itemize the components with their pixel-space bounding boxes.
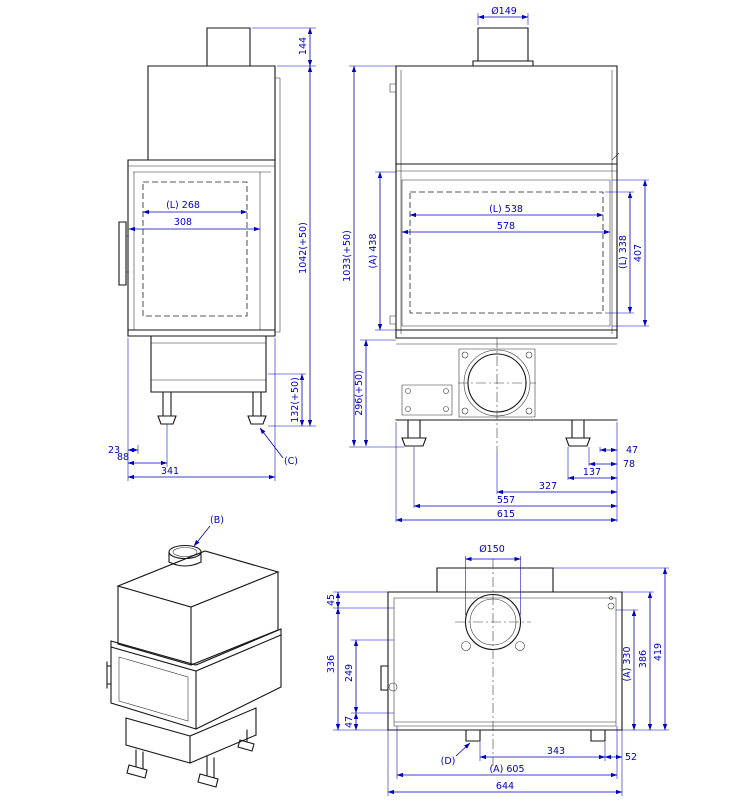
- ref-label-b: (B): [210, 515, 224, 526]
- ref-label-d: (D): [441, 756, 456, 767]
- front-glass-hidden-edge: [409, 191, 604, 314]
- dim-side-base-height: 132(+50): [290, 377, 301, 423]
- dim-top-flue-diameter: Ø150: [479, 544, 505, 555]
- dim-flue-stub-height: 144: [298, 37, 309, 55]
- dim-body-depth: 386: [638, 650, 649, 668]
- dim-top-total-depth: 419: [653, 643, 664, 661]
- dim-depth-mid: 249: [344, 664, 355, 682]
- dim-center-to-edge: 327: [539, 481, 557, 492]
- side-view-dimensions: 144 1042(+50) 132(+50) (L) 268 308 23 88…: [108, 27, 316, 481]
- dim-glass-light-depth: (L) 268: [166, 200, 200, 211]
- isometric-outline: [106, 544, 282, 788]
- side-view: 144 1042(+50) 132(+50) (L) 268 308 23 88…: [108, 27, 316, 481]
- front-view: Ø149 1033(+50) (A) 438 296(+50) (L) 538 …: [342, 6, 649, 523]
- dim-front-strip: 47: [344, 716, 355, 728]
- dim-edge-to-foot-inner: 137: [583, 467, 601, 478]
- dim-edge-to-foot-center: 78: [623, 459, 635, 470]
- dim-glass-width: 578: [497, 221, 515, 232]
- dim-front-total-height: 1033(+50): [342, 230, 353, 282]
- dim-glass-height: 407: [633, 244, 644, 262]
- front-view-outline: [389, 27, 620, 452]
- dim-body-depth-front: 336: [326, 655, 337, 673]
- top-view-dimensions: Ø150 45 336 249 47 (A) 330 386 419 343 5…: [326, 544, 669, 796]
- ref-label-c: (C): [284, 456, 298, 467]
- dim-flue-diameter: Ø149: [491, 6, 517, 17]
- dim-depth-a: (A) 330: [622, 646, 633, 681]
- dim-front-base-height: 296(+50): [354, 370, 365, 416]
- dim-foot-span: 557: [497, 495, 515, 506]
- side-view-outline: [118, 27, 281, 425]
- dim-side-total-height: 1042(+50): [298, 222, 309, 274]
- dim-top-total-width: 644: [496, 781, 514, 792]
- dim-total-depth: 341: [161, 466, 179, 477]
- side-glass-hidden-edge: [142, 181, 248, 317]
- dim-bracket-span: 343: [547, 746, 565, 757]
- isometric-annotations: (B): [193, 515, 224, 547]
- dim-front-to-foot-center: 88: [117, 452, 129, 463]
- dim-width-a: (A) 605: [489, 764, 524, 775]
- dim-rear-offset: 45: [326, 594, 337, 606]
- dim-firebox-height: (A) 438: [368, 233, 379, 268]
- dim-bracket-to-edge: 52: [625, 752, 637, 763]
- dim-glass-depth: 308: [174, 217, 192, 228]
- dim-glass-light-width: (L) 538: [489, 204, 523, 215]
- dim-front-to-foot-edge: 23: [108, 445, 120, 456]
- dim-edge-to-foot: 47: [626, 445, 638, 456]
- top-view-outline: [380, 559, 623, 766]
- dim-glass-light-height: (L) 338: [618, 235, 629, 269]
- top-view: Ø150 45 336 249 47 (A) 330 386 419 343 5…: [326, 544, 669, 796]
- isometric-view: (B): [106, 515, 282, 788]
- dim-front-total-width: 615: [497, 509, 515, 520]
- front-view-dimensions: Ø149 1033(+50) (A) 438 296(+50) (L) 538 …: [342, 6, 649, 523]
